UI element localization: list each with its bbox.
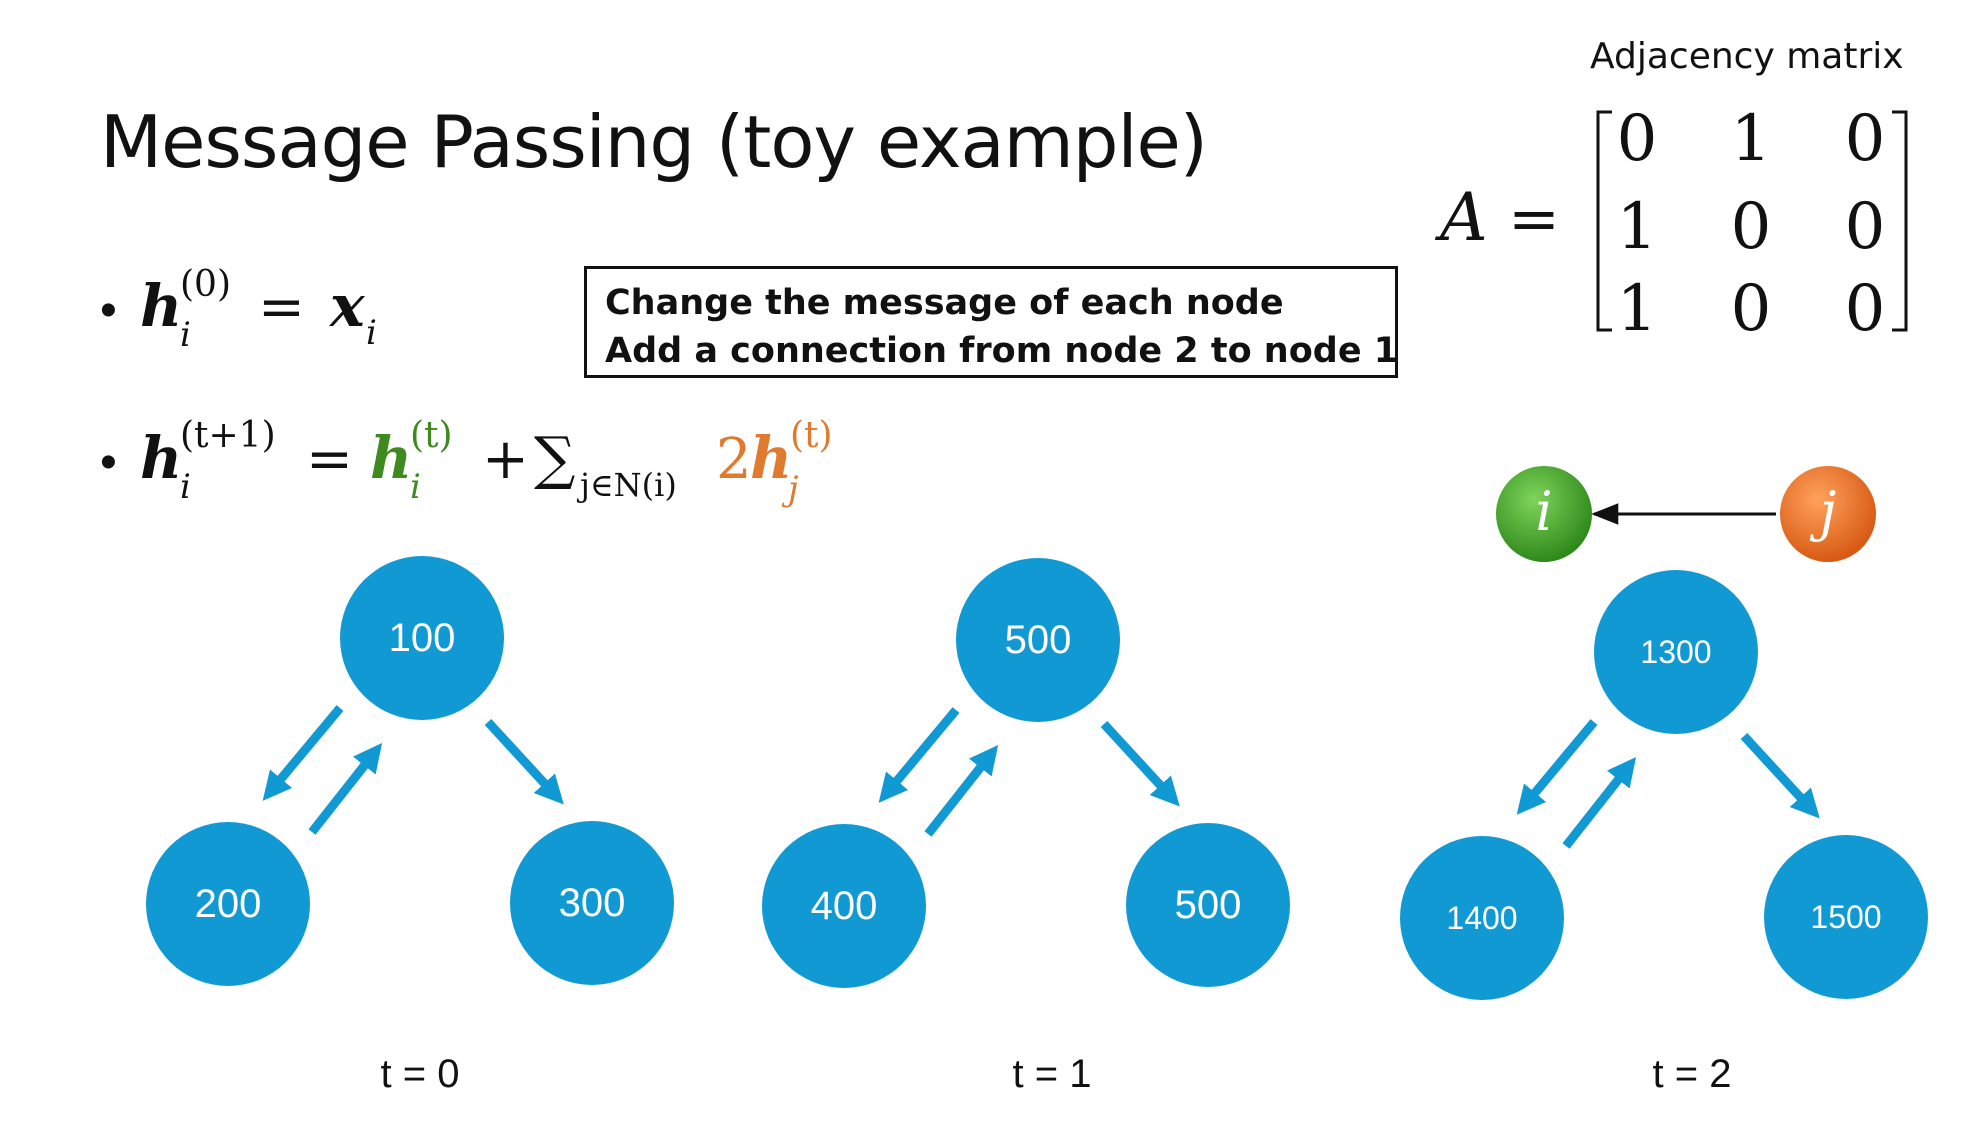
formula-h-sup: (t+1) [180, 415, 276, 456]
callout-box: Change the message of each node Add a co… [584, 266, 1398, 378]
page-title: Message Passing (toy example) [100, 100, 1208, 184]
graph-node-left [146, 822, 310, 986]
matrix-cell: 0 [1617, 102, 1658, 176]
matrix-cell: 1 [1617, 190, 1658, 264]
callout-line-1: Change the message of each node [605, 283, 1284, 323]
graph-node-top-value: 500 [1005, 618, 1072, 662]
bullet: • [100, 436, 117, 489]
edge-arrow [878, 707, 960, 803]
edge-arrow [1516, 719, 1598, 815]
step-label-t2: t = 2 [1652, 1052, 1732, 1096]
graph-node-right [1764, 835, 1928, 999]
matrix-cell: 0 [1845, 272, 1886, 346]
graph-node-left [1400, 836, 1564, 1000]
matrix-cell: 1 [1731, 102, 1772, 176]
formula-update: • h i (t+1) = h i (t) + ∑ j∈N(i) 2 h j (… [100, 415, 833, 509]
matrix-cell: 0 [1845, 190, 1886, 264]
edge-arrow [1562, 756, 1637, 849]
edge-arrow [484, 718, 564, 805]
formula-h: h [140, 272, 182, 340]
callout-line-2: Add a connection from node 2 to node 1 [605, 331, 1399, 371]
formula-equals: = [258, 275, 305, 340]
formula-self-sup: (t) [410, 415, 453, 456]
formula-h: h [140, 424, 182, 492]
graph-t1: 500 400 500 [762, 558, 1290, 988]
matrix-cell: 0 [1845, 102, 1886, 176]
formula-equals: = [306, 427, 353, 492]
graph-node-right [510, 821, 674, 985]
graph-t2: 1300 1400 1500 [1400, 570, 1928, 1000]
formula-x: x [328, 272, 366, 340]
matrix-left-bracket [1596, 110, 1612, 332]
adjacency-matrix-label: Adjacency matrix [1590, 36, 1904, 77]
formula-coef: 2 [716, 427, 752, 492]
graph-node-top [1594, 570, 1758, 734]
formula-neighbor-h: h [750, 424, 792, 492]
graph-node-top [340, 556, 504, 720]
graph-node-left-value: 1400 [1446, 900, 1517, 936]
step-label-t1: t = 1 [1012, 1052, 1092, 1096]
legend-node-i [1496, 466, 1592, 562]
edge-arrow [262, 705, 344, 801]
graph-node-top [956, 558, 1120, 722]
legend-node-i-label: i [1535, 480, 1552, 543]
step-label-t0: t = 0 [380, 1052, 460, 1096]
graph-node-top-value: 1300 [1640, 634, 1711, 670]
matrix-symbol: A [1434, 179, 1488, 256]
matrix-right-bracket [1892, 110, 1908, 332]
formula-x-sub: i [366, 313, 377, 353]
matrix-cell: 1 [1617, 272, 1658, 346]
formula-neighbor-sup: (t) [790, 415, 833, 456]
graph-node-right-value: 300 [559, 881, 626, 925]
formula-h-sub: i [180, 467, 191, 507]
edge-arrow [1100, 720, 1180, 807]
matrix-cell: 0 [1731, 190, 1772, 264]
graph-node-right-value: 500 [1175, 883, 1242, 927]
formula-sum-sub: j∈N(i) [576, 466, 677, 504]
formula-sum: ∑ [534, 424, 575, 492]
graph-t0: 100 200 300 [146, 556, 674, 986]
graph-node-right [1126, 823, 1290, 987]
direction-legend: i j [1496, 466, 1876, 562]
bullet: • [100, 284, 117, 337]
matrix-cell: 0 [1731, 272, 1772, 346]
formula-self-h: h [370, 424, 412, 492]
formula-h-sup: (0) [180, 264, 231, 305]
formula-plus: + [482, 427, 529, 492]
formula-h-sub: i [180, 315, 191, 355]
edge-arrow [308, 742, 383, 835]
edge-arrow [1740, 732, 1820, 819]
matrix-equals: = [1508, 182, 1560, 255]
formula-self-sub: i [410, 467, 421, 507]
adjacency-matrix: A = 0 1 0 1 0 0 1 0 0 [1434, 102, 1908, 346]
graph-node-left-value: 200 [195, 882, 262, 926]
formula-init: • h i (0) = x i [100, 264, 377, 355]
graph-node-left [762, 824, 926, 988]
matrix-cells: 0 1 0 1 0 0 1 0 0 [1617, 102, 1886, 346]
edge-arrow [924, 744, 999, 837]
graph-node-left-value: 400 [811, 884, 878, 928]
graph-node-top-value: 100 [389, 616, 456, 660]
graph-node-right-value: 1500 [1810, 899, 1881, 935]
legend-node-j [1780, 466, 1876, 562]
